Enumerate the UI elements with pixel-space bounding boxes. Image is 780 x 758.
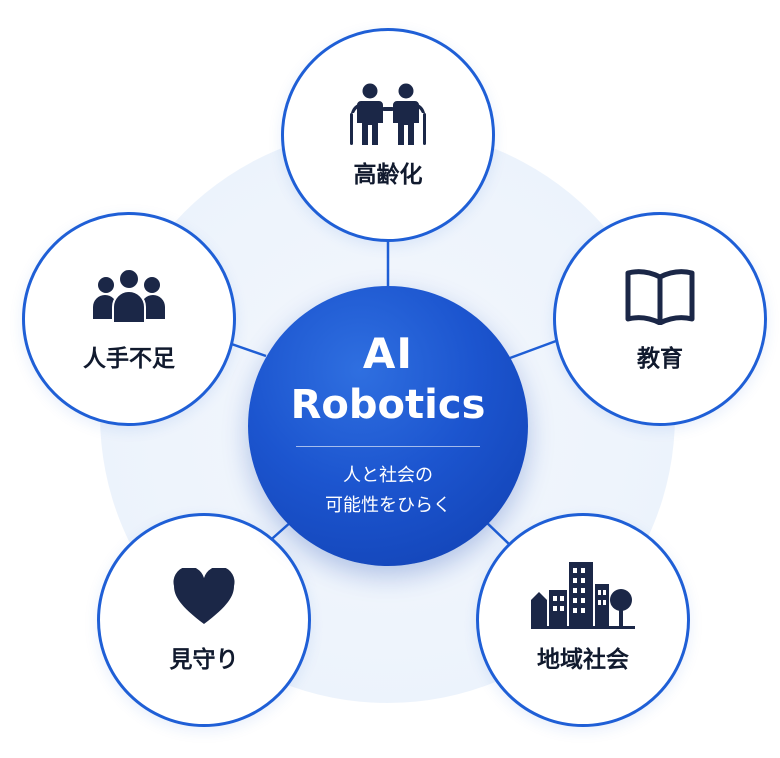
connector-community [484,520,511,546]
label-labor: 人手不足 [83,346,175,372]
center-title-line2: Robotics [290,382,486,428]
center-tagline: 人と社会の 可能性をひらく [248,461,528,521]
connector-education [509,339,557,360]
open-book-icon [625,269,695,325]
node-education: 教育 [553,212,767,426]
center-tagline-line2: 可能性をひらく [325,495,451,516]
label-aging: 高齢化 [353,162,423,188]
node-aging: 高齢化 [281,28,495,242]
heart-icon [173,568,235,624]
label-community: 地域社会 [537,647,629,673]
center-divider [296,446,480,447]
city-buildings-icon [531,562,635,629]
node-watch: 見守り [97,513,311,727]
people-group-icon [93,268,165,324]
node-labor: 人手不足 [22,212,236,426]
center-circle: AI Robotics 人と社会の 可能性をひらく [248,286,528,566]
label-watch: 見守り [169,647,239,673]
center-title-line1: AI [362,329,414,378]
node-community: 地域社会 [476,513,690,727]
elderly-couple-icon [350,83,426,145]
label-education: 教育 [637,346,683,372]
center-tagline-line1: 人と社会の [343,465,433,486]
